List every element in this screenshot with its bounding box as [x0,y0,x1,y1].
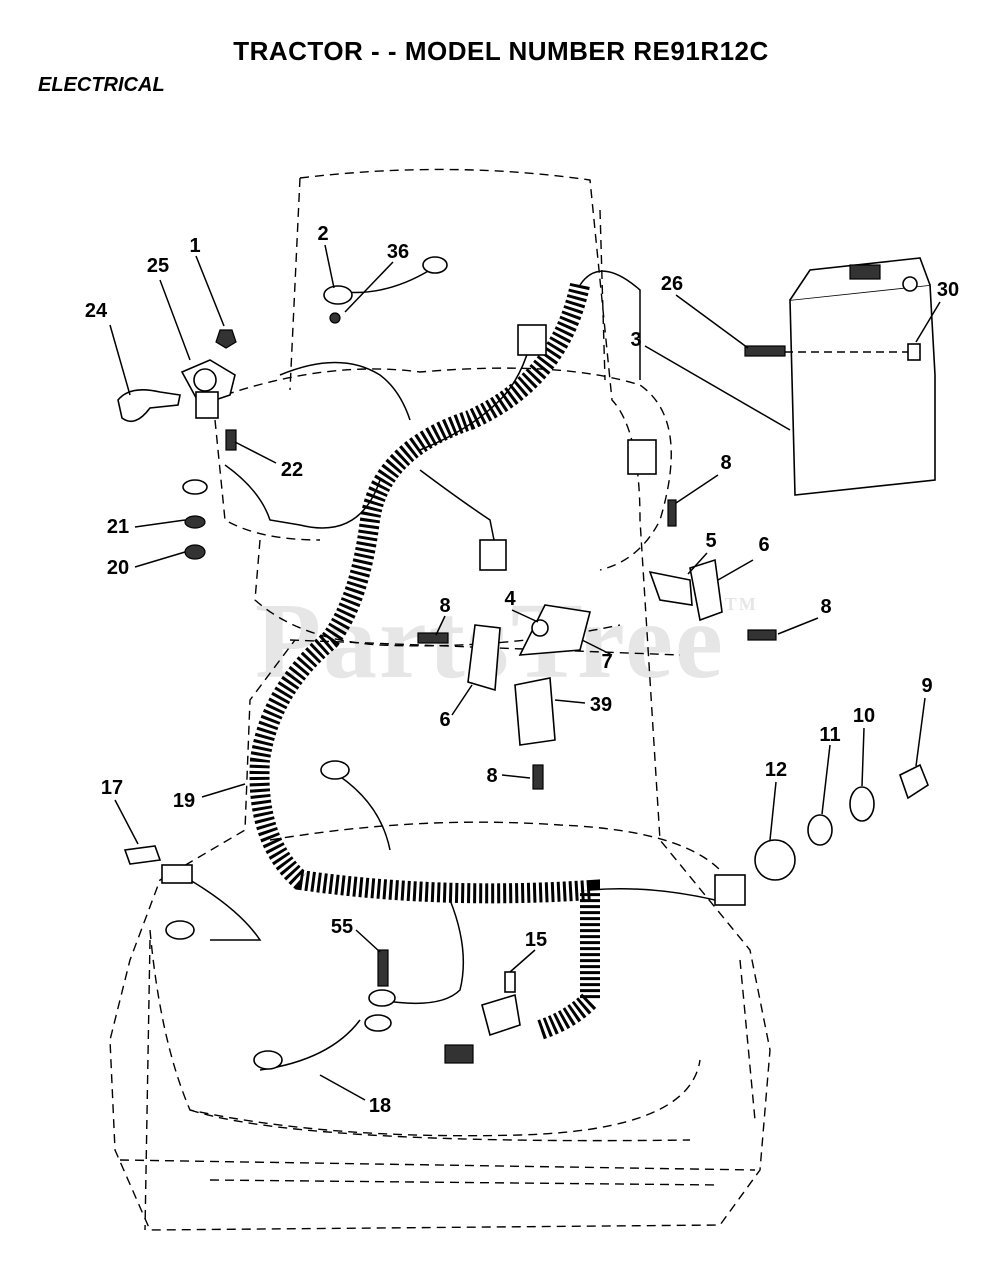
callout-labels: 1 2 36 25 24 26 30 3 22 8 21 20 5 6 4 8 … [85,223,959,1117]
callout-8-upper: 8 [720,452,731,474]
cable-2-terminal-end [422,256,448,274]
bracket-39 [514,677,556,746]
ground-terminal-mid [320,760,350,780]
callout-10: 10 [853,705,875,727]
key-9 [899,763,929,800]
fuse-17 [123,845,162,865]
bolt-26 [744,345,786,357]
callout-25: 25 [147,255,169,277]
terminal-boot-24 [117,389,181,423]
callout-8-right: 8 [820,596,831,618]
spacer-4 [531,619,549,637]
callout-24: 24 [85,300,108,322]
callout-8-left: 8 [439,595,450,617]
screw-22 [225,429,237,451]
callout-26: 26 [661,273,683,295]
connector-mid [479,539,507,571]
nut-11 [807,814,833,846]
callout-36: 36 [387,241,409,263]
screw-8-upper [667,499,677,527]
bezel-10 [849,786,875,822]
solenoid-25 [180,359,236,419]
callout-9: 9 [921,675,932,697]
callout-4: 4 [504,588,516,610]
battery [789,257,936,496]
callout-30: 30 [937,279,959,301]
cable-18-terminal-b [253,1050,283,1070]
ignition-switch-12 [754,839,796,881]
washer-36 [329,312,341,324]
parts [117,256,936,1070]
callout-19: 19 [173,790,195,812]
callout-2: 2 [317,223,328,245]
watermark-mark: TM [724,594,758,614]
nut-1 [215,329,237,349]
callout-12: 12 [765,759,787,781]
callout-21: 21 [107,516,129,538]
callout-1: 1 [189,235,200,257]
fuse-holder [161,864,193,884]
terminal-21-lug [182,479,208,495]
cable-2-terminal [323,285,353,305]
callout-6-right: 6 [758,534,769,556]
callout-5: 5 [705,530,716,552]
ground-terminal-left [165,920,195,940]
screw-55 [377,949,389,987]
leader-lines [109,244,941,1101]
callout-8-lower: 8 [486,765,497,787]
switch-15-plunger [504,971,516,993]
callout-11: 11 [819,724,840,746]
callout-3: 3 [630,329,641,351]
section-label: ELECTRICAL [38,74,165,96]
callout-18: 18 [369,1095,391,1117]
callout-15: 15 [525,929,547,951]
switch-6-left [467,624,501,692]
ground-terminal-55 [368,989,396,1007]
callout-22: 22 [281,459,303,481]
screw-8-right [747,629,777,641]
screw-8-left [417,632,449,644]
switch-15 [481,993,521,1037]
screw-8-lower [532,764,544,790]
nut-30 [907,343,921,361]
callout-6-left: 6 [439,709,450,731]
bracket-7 [518,604,591,656]
connector-top [517,324,547,356]
wiring-harness [189,269,716,1071]
cable-18-terminal-a [364,1014,392,1032]
tractor-outline [109,168,771,1231]
connector-15 [444,1044,474,1064]
bracket-5 [648,570,693,606]
page-title: TRACTOR - - MODEL NUMBER RE91R12C [233,36,769,66]
callout-39: 39 [590,694,612,716]
callout-7: 7 [601,651,612,673]
callout-55: 55 [331,916,353,938]
nut-20 [184,544,206,560]
switch-6-right [689,558,723,622]
connector-ignition [714,874,746,906]
connector-right [627,439,657,475]
callout-20: 20 [107,557,129,579]
callout-17: 17 [101,777,123,799]
washer-21 [184,515,206,529]
